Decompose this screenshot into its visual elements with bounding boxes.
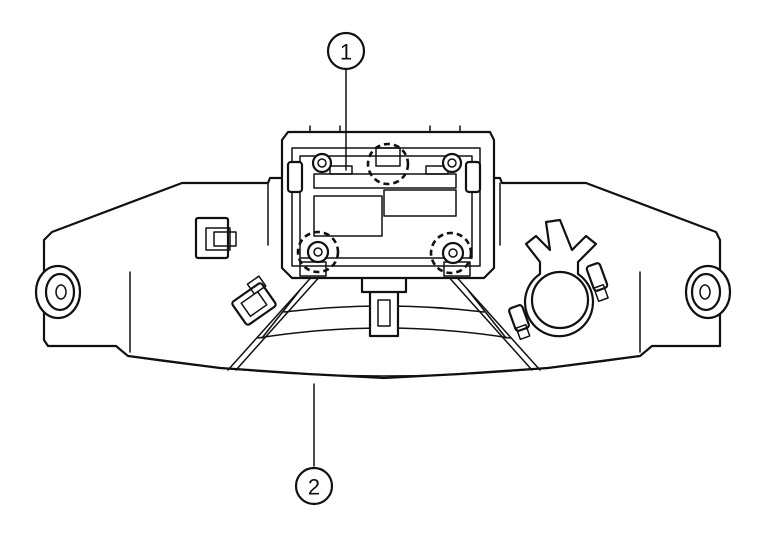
- callout-2-label: 2: [308, 475, 320, 500]
- screw-bottom-left: [306, 240, 330, 264]
- cable-holder: [508, 218, 609, 341]
- lower-left-clip: [231, 275, 277, 326]
- callout-2: 2: [294, 466, 334, 506]
- left-mount-eye: [34, 264, 82, 320]
- right-mount-eye: [684, 264, 732, 320]
- screw-top-left: [311, 152, 333, 174]
- screw-top-right: [441, 152, 463, 174]
- callout-1-label: 1: [340, 40, 352, 65]
- callout-1: 1: [326, 31, 366, 71]
- left-clip: [194, 216, 237, 260]
- screw-bottom-right: [441, 241, 465, 265]
- highlight-screw-left: [296, 230, 340, 274]
- highlight-top-clip: [366, 142, 410, 186]
- highlight-screw-right: [429, 231, 473, 275]
